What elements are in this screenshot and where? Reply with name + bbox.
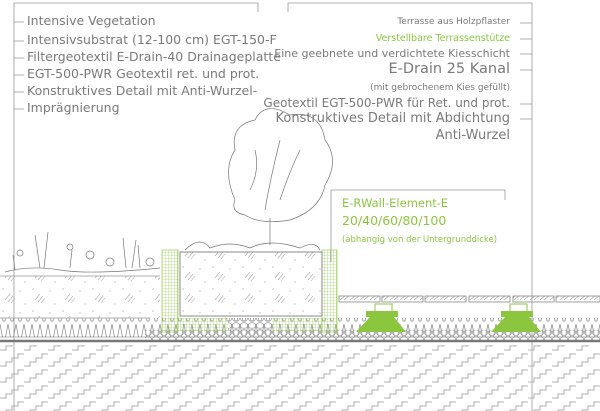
label-gravel: Eine geebnete und verdichtete Kiesschich… <box>274 47 510 60</box>
label-filter-geotextile: Filtergeotextil E-Drain-40 Drainageplatt… <box>27 49 281 64</box>
label-rwall-note: (abhangig von der Untergrunddicke) <box>342 235 498 245</box>
label-impregnation: Imprägnierung <box>27 100 120 115</box>
gravel-layer <box>145 330 600 340</box>
substrate-layer <box>0 276 160 318</box>
label-edrain-note: (mit gebrochenem Kies gefüllt) <box>370 83 510 93</box>
label-sealing-detail: Konstruktives Detail mit Abdichtung <box>275 111 510 126</box>
label-geotextile: EGT-500-PWR Geotextil ret. und prot. <box>27 66 260 81</box>
label-rwall-element: E-RWall-Element-E <box>342 196 449 210</box>
terrace-pedestal <box>356 303 541 332</box>
label-anti-root: Anti-Wurzel <box>435 128 510 143</box>
label-construction-detail: Konstruktives Detail mit Anti-Wurzel- <box>27 83 258 98</box>
planter-substrate <box>179 251 323 317</box>
left-leader-frame <box>13 2 259 411</box>
label-terrace: Terrasse aus Holzpflaster <box>397 17 510 27</box>
vegetation <box>4 108 333 273</box>
terrace-tiles <box>338 295 600 303</box>
label-pedestal: Verstellbare Terrassenstütze <box>375 33 510 44</box>
rwall-element-left <box>161 249 179 333</box>
label-edrain: E-Drain 25 Kanal <box>388 61 510 77</box>
rwall-element-right <box>321 249 338 333</box>
label-substrate: Intensivsubstrat (12-100 cm) EGT-150-F <box>27 32 277 47</box>
concrete-base <box>0 345 600 411</box>
label-geotextile-right: Geotextil EGT-500-PWR für Ret. und prot. <box>263 96 510 110</box>
right-leader-frame <box>287 2 533 411</box>
label-intensive-vegetation: Intensive Vegetation <box>27 13 156 28</box>
label-rwall-sizes: 20/40/60/80/100 <box>342 213 447 228</box>
